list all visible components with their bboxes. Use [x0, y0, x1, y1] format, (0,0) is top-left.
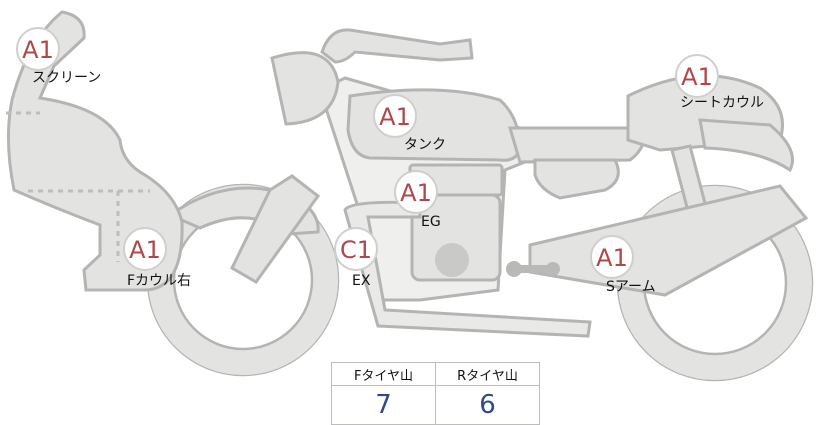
tank-label: タンク: [404, 137, 446, 153]
svg-text:C1: C1: [340, 236, 372, 264]
svg-text:A1: A1: [22, 36, 54, 64]
headlight: [270, 51, 340, 126]
seat: [507, 126, 645, 164]
seat-cowl-grade-marker: A1: [675, 54, 719, 98]
swingarm-label: Sアーム: [606, 279, 656, 295]
front-fork: [230, 174, 321, 284]
tank-grade-marker: A1: [373, 94, 417, 138]
engine-label: EG: [421, 214, 441, 230]
svg-text:A1: A1: [596, 244, 628, 272]
svg-text:A1: A1: [681, 63, 713, 91]
tire-tread-table: Fタイヤ山 Rタイヤ山 7 6: [331, 362, 540, 425]
screen-label: スクリーン: [32, 70, 101, 86]
engine-grade-marker: A1: [394, 170, 438, 214]
swingarm-grade-marker: A1: [590, 235, 634, 279]
svg-text:A1: A1: [379, 103, 411, 131]
engine-block: [408, 163, 504, 282]
screen-grade-marker: A1: [16, 27, 60, 71]
rear-fender: [698, 118, 794, 173]
svg-text:A1: A1: [400, 179, 432, 207]
front-tire-header: Fタイヤ山: [331, 362, 436, 386]
handlebar: [320, 28, 474, 64]
front-cowl-grade-marker: A1: [123, 227, 167, 271]
svg-text:A1: A1: [129, 236, 161, 264]
exhaust-label: EX: [352, 273, 371, 289]
exhaust-grade-marker: C1: [334, 227, 378, 271]
front-cowl-label: Fカウル右: [127, 273, 191, 289]
foot-peg: [506, 261, 560, 277]
rear-tire-value: 6: [435, 385, 540, 425]
seat-cowl-label: シートカウル: [680, 95, 764, 111]
side-cover: [533, 158, 620, 200]
rear-tire-header: Rタイヤ山: [435, 362, 540, 386]
front-tire-value: 7: [331, 385, 436, 425]
front-cowl: [6, 10, 184, 292]
